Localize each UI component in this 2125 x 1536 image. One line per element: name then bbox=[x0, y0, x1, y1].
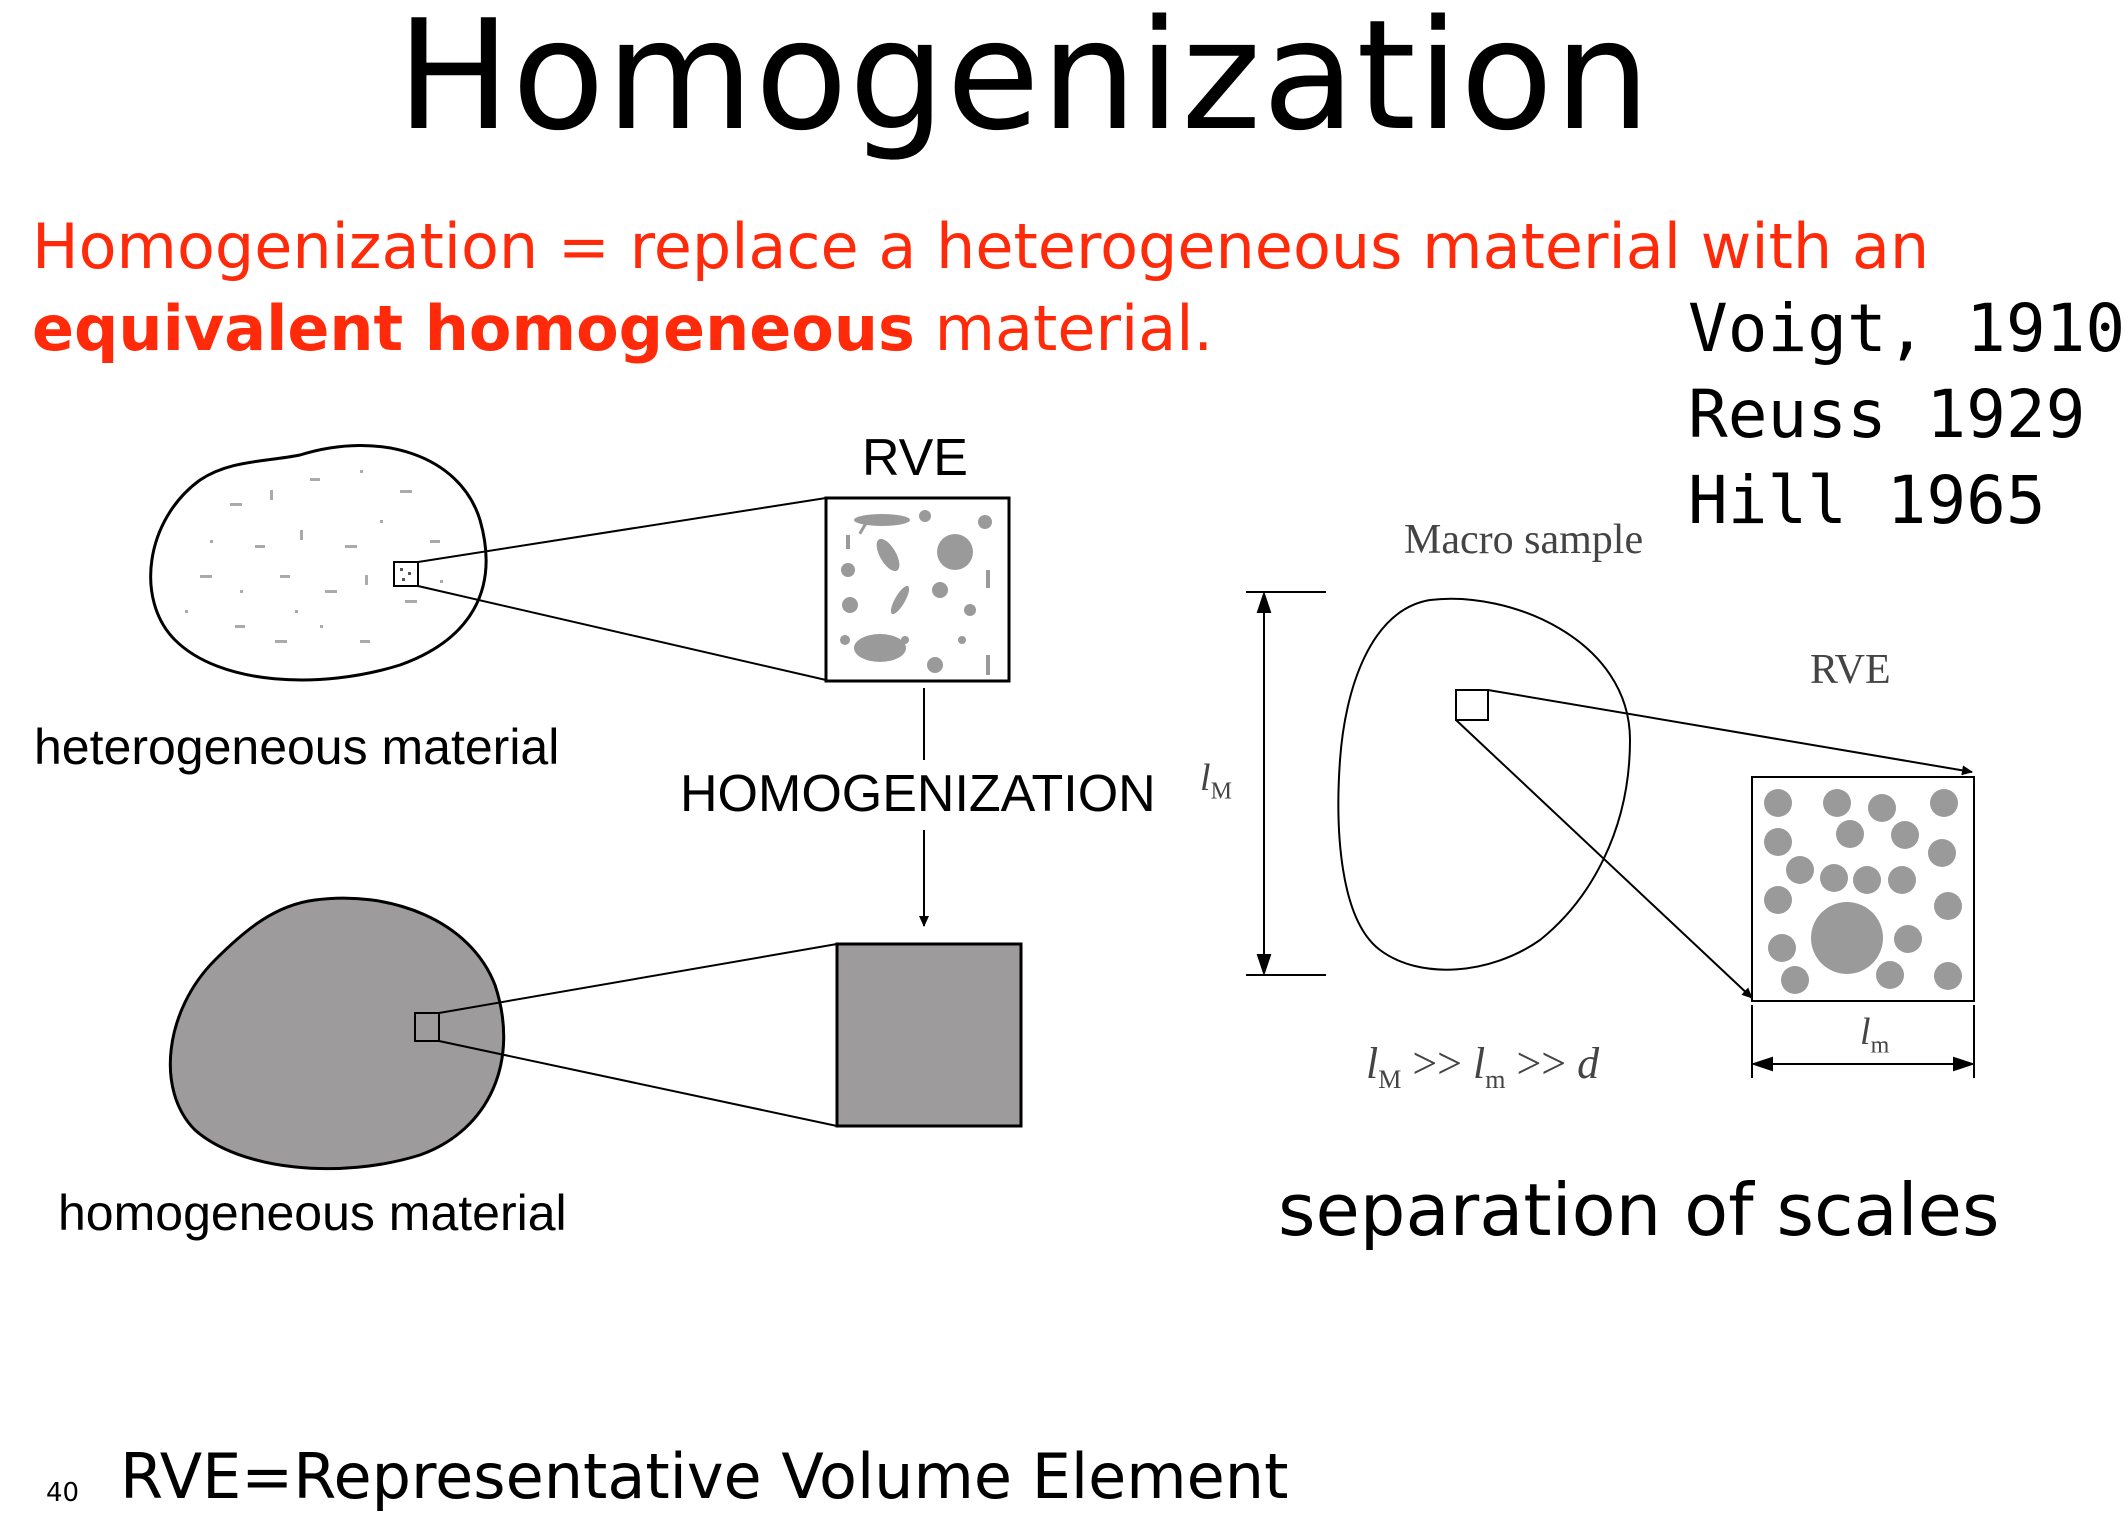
slide-title: Homogenization bbox=[396, 0, 1652, 164]
small-scale-letter: l bbox=[1860, 1011, 1871, 1053]
big-scale-subscript: M bbox=[1210, 778, 1232, 805]
macro-sample-label: Macro sample bbox=[1404, 517, 1644, 563]
rve-label-right: RVE bbox=[1810, 647, 1891, 693]
definition-rest: material. bbox=[914, 292, 1214, 365]
ineq-a: l bbox=[1366, 1039, 1379, 1088]
scale-inequality: lM >> lm >> d bbox=[1366, 1038, 1599, 1095]
ineq-op1: >> bbox=[1401, 1039, 1473, 1088]
ineq-b-sub: m bbox=[1485, 1064, 1506, 1094]
macro-sample-blob bbox=[1337, 597, 1973, 999]
macro-dimension bbox=[1246, 590, 1326, 977]
heterogeneous-blob bbox=[149, 443, 827, 682]
small-scale-symbol: lm bbox=[1860, 1010, 1889, 1060]
rve-heterogeneous-square bbox=[824, 496, 1011, 683]
definition-line-1: Homogenization = replace a heterogeneous… bbox=[32, 210, 1930, 283]
definition-bold: equivalent homogeneous bbox=[32, 292, 915, 365]
footer-definition: RVE=Representative Volume Element bbox=[120, 1440, 1289, 1513]
ineq-b: l bbox=[1473, 1039, 1486, 1088]
ineq-a-sub: M bbox=[1378, 1064, 1402, 1094]
heterogeneous-label: heterogeneous material bbox=[34, 719, 560, 775]
citation-voigt: Voigt, 1910 bbox=[1688, 290, 2125, 367]
rve-homogeneous-square bbox=[835, 942, 1023, 1128]
homogeneous-label: homogeneous material bbox=[58, 1185, 567, 1241]
rve-label-left: RVE bbox=[862, 429, 968, 487]
definition-line-2: equivalent homogeneous material. bbox=[32, 292, 1213, 365]
homogenization-label: HOMOGENIZATION bbox=[680, 764, 1156, 824]
page-number: 40 bbox=[46, 1478, 80, 1508]
homogeneous-blob bbox=[168, 896, 838, 1171]
separation-caption: separation of scales bbox=[1278, 1168, 2000, 1252]
big-scale-symbol: lM bbox=[1200, 756, 1232, 806]
ineq-c: d bbox=[1577, 1039, 1600, 1088]
small-scale-subscript: m bbox=[1870, 1032, 1890, 1059]
citation-reuss: Reuss 1929 bbox=[1688, 376, 2086, 453]
rve-micro-square bbox=[1751, 776, 1975, 1002]
big-scale-letter: l bbox=[1200, 757, 1211, 799]
citation-hill: Hill 1965 bbox=[1688, 462, 2046, 539]
micro-dimension bbox=[1750, 1005, 1976, 1078]
diagram-graphics bbox=[149, 443, 1976, 1171]
ineq-op2: >> bbox=[1505, 1039, 1578, 1088]
